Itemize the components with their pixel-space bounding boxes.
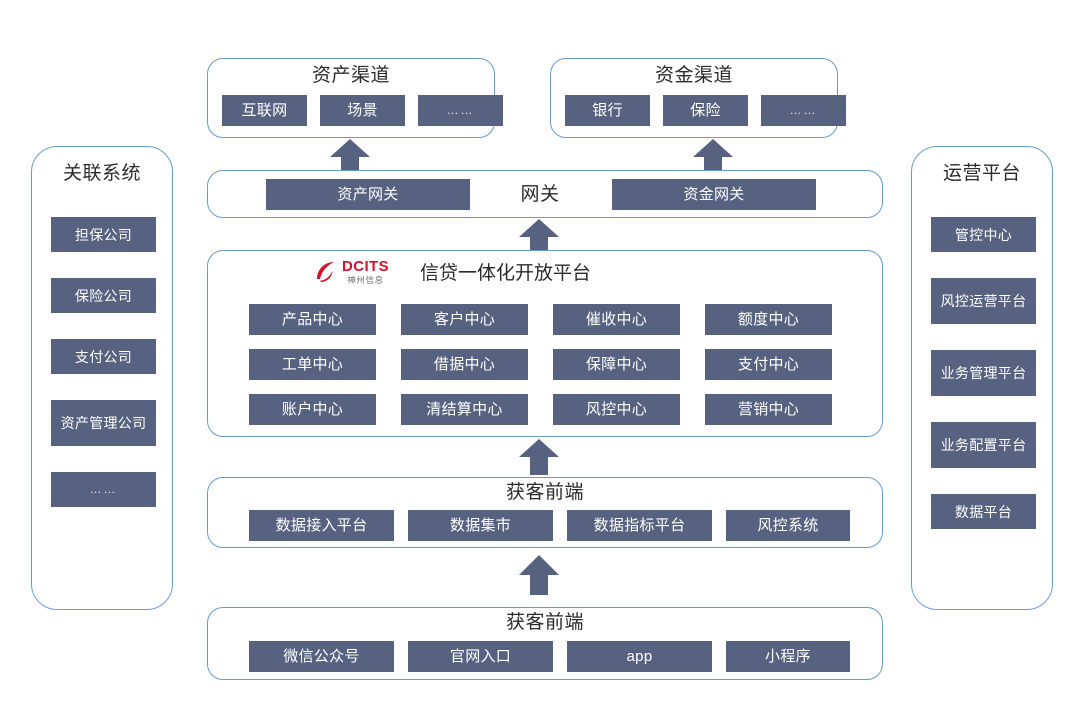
data-layer-item-data-metrics-platform[interactable]: 数据指标平台	[567, 510, 712, 541]
platform-module-guarantee-center[interactable]: 保障中心	[553, 349, 680, 380]
frontend-layer-panel: 获客前端 微信公众号 官网入口 app 小程序	[207, 607, 883, 680]
fund-channel-item-more[interactable]: ……	[761, 95, 846, 126]
operation-platform-title: 运营平台	[942, 163, 1021, 184]
operation-platform-item-business-configuration-platform[interactable]: 业务配置平台	[931, 422, 1036, 468]
platform-module-clearing-settlement-center[interactable]: 清结算中心	[401, 394, 528, 425]
platform-panel: DCITS 神州信息 信贷一体化开放平台 产品中心 客户中心 催收中心 额度中心…	[207, 250, 883, 437]
platform-module-collection-center[interactable]: 催收中心	[553, 304, 680, 335]
fund-channel-item-insurance[interactable]: 保险	[663, 95, 748, 126]
platform-module-account-center[interactable]: 账户中心	[249, 394, 376, 425]
related-systems-item-asset-management-company[interactable]: 资产管理公司	[51, 400, 156, 446]
asset-channel-title: 资产渠道	[311, 65, 390, 86]
operation-platform-item-business-management-platform[interactable]: 业务管理平台	[931, 350, 1036, 396]
platform-module-risk-control-center[interactable]: 风控中心	[553, 394, 680, 425]
gateway-title: 网关	[520, 184, 560, 205]
frontend-layer-item-app[interactable]: app	[567, 641, 712, 672]
platform-module-marketing-center[interactable]: 营销中心	[705, 394, 832, 425]
data-layer-item-risk-control-system[interactable]: 风控系统	[726, 510, 850, 541]
asset-channel-item-more[interactable]: ……	[418, 95, 503, 126]
platform-module-payment-center[interactable]: 支付中心	[705, 349, 832, 380]
dcits-logo-name: DCITS	[342, 258, 389, 276]
asset-channel-item-internet[interactable]: 互联网	[222, 95, 307, 126]
gateway-panel: 资产网关 网关 资金网关	[207, 170, 883, 218]
related-systems-item-guarantee-company[interactable]: 担保公司	[51, 217, 156, 252]
platform-module-credit-limit-center[interactable]: 额度中心	[705, 304, 832, 335]
frontend-layer-item-mini-program[interactable]: 小程序	[726, 641, 850, 672]
dcits-logo-subtitle: 神州信息	[347, 275, 384, 286]
arrow-frontend-to-data-layer	[519, 555, 559, 595]
operation-platform-item-risk-control-operation-platform[interactable]: 风控运营平台	[931, 278, 1036, 324]
related-systems-panel: 关联系统 担保公司 保险公司 支付公司 资产管理公司 ……	[31, 146, 173, 610]
fund-channel-panel: 资金渠道 银行 保险 ……	[550, 58, 846, 138]
arrow-fund-gateway-to-fund-channel	[693, 139, 733, 175]
data-layer-item-data-mart[interactable]: 数据集市	[408, 510, 553, 541]
related-systems-item-payment-company[interactable]: 支付公司	[51, 339, 156, 374]
asset-channel-panel: 资产渠道 互联网 场景 ……	[207, 58, 503, 138]
operation-platform-item-control-center[interactable]: 管控中心	[931, 217, 1036, 252]
frontend-layer-title: 获客前端	[505, 612, 584, 633]
platform-module-loan-note-center[interactable]: 借据中心	[401, 349, 528, 380]
fund-channel-title: 资金渠道	[654, 65, 733, 86]
asset-channel-item-scenario[interactable]: 场景	[320, 95, 405, 126]
frontend-layer-item-wechat-official-account[interactable]: 微信公众号	[249, 641, 394, 672]
platform-module-work-order-center[interactable]: 工单中心	[249, 349, 376, 380]
gateway-item-fund-gateway[interactable]: 资金网关	[612, 179, 816, 210]
dcits-logo: DCITS 神州信息	[313, 259, 389, 285]
gateway-item-asset-gateway[interactable]: 资产网关	[266, 179, 470, 210]
arrow-data-layer-to-platform	[519, 439, 559, 475]
operation-platform-panel: 运营平台 管控中心 风控运营平台 业务管理平台 业务配置平台 数据平台	[911, 146, 1053, 610]
dcits-swoosh-icon	[313, 259, 339, 285]
related-systems-item-insurance-company[interactable]: 保险公司	[51, 278, 156, 313]
arrow-asset-gateway-to-asset-channel	[330, 139, 370, 175]
related-systems-title: 关联系统	[62, 163, 141, 184]
platform-module-customer-center[interactable]: 客户中心	[401, 304, 528, 335]
platform-module-product-center[interactable]: 产品中心	[249, 304, 376, 335]
data-layer-title: 获客前端	[505, 482, 584, 503]
frontend-layer-item-website-portal[interactable]: 官网入口	[408, 641, 553, 672]
operation-platform-item-data-platform[interactable]: 数据平台	[931, 494, 1036, 529]
fund-channel-item-bank[interactable]: 银行	[565, 95, 650, 126]
platform-title: 信贷一体化开放平台	[420, 263, 592, 284]
data-layer-panel: 获客前端 数据接入平台 数据集市 数据指标平台 风控系统	[207, 477, 883, 548]
arrow-platform-to-gateway	[519, 219, 559, 255]
related-systems-item-more[interactable]: ……	[51, 472, 156, 507]
data-layer-item-data-access-platform[interactable]: 数据接入平台	[249, 510, 394, 541]
